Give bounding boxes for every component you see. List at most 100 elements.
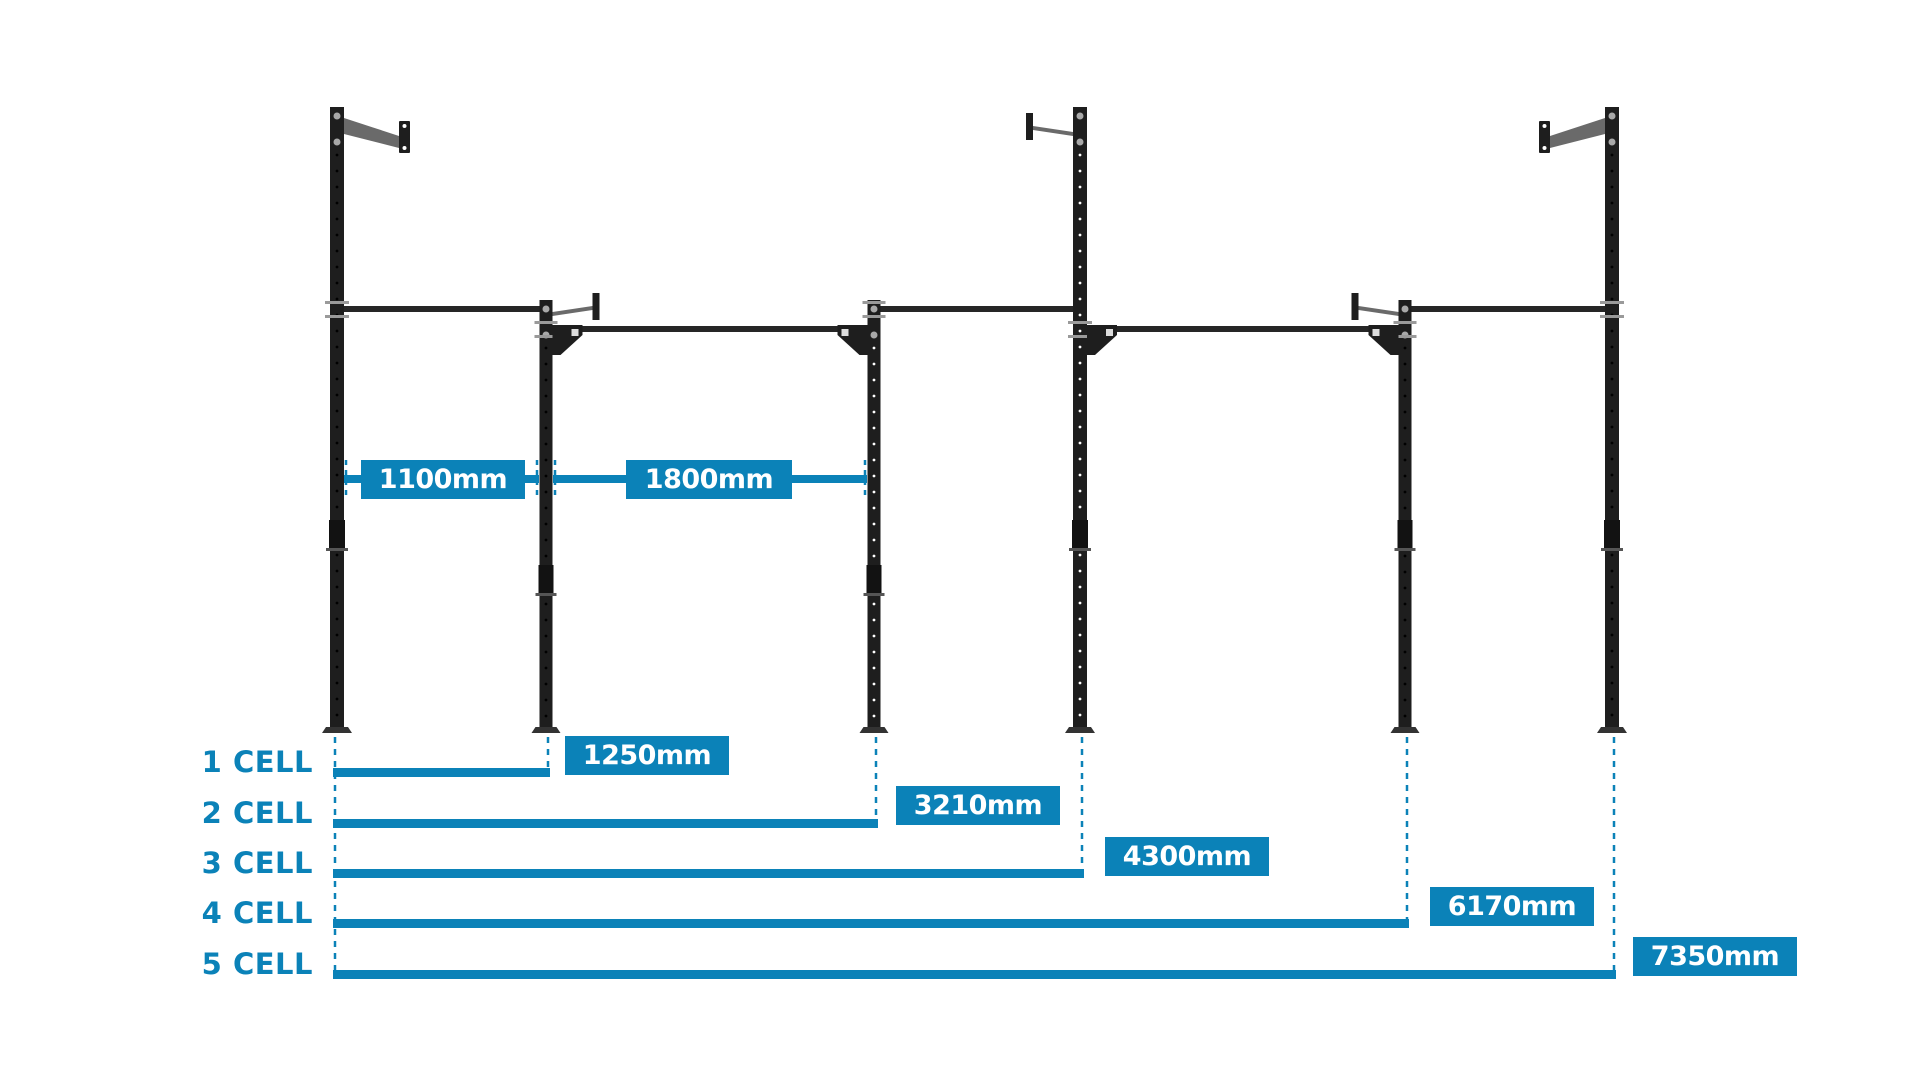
post-3-bolt bbox=[870, 331, 878, 339]
post-6-base-plate bbox=[1597, 727, 1627, 733]
post-6-hole bbox=[1610, 393, 1614, 397]
post-1-hole bbox=[335, 329, 339, 333]
post-1-hole bbox=[335, 345, 339, 349]
post-4-hole bbox=[1078, 601, 1082, 605]
post-4-hole bbox=[1078, 617, 1082, 621]
post-6-hole bbox=[1610, 601, 1614, 605]
post-1-hole bbox=[335, 249, 339, 253]
post-2-sleeve-collar bbox=[535, 593, 557, 596]
post-2-hole bbox=[544, 394, 548, 398]
post-3-hole bbox=[872, 666, 876, 670]
post-1-hole bbox=[335, 169, 339, 173]
post-4-hole bbox=[1078, 361, 1082, 365]
post-5-hole bbox=[1403, 570, 1407, 574]
post-5-hole bbox=[1403, 698, 1407, 702]
post-5-hole bbox=[1403, 410, 1407, 414]
post-3 bbox=[867, 300, 881, 733]
width-line-1-cell bbox=[333, 768, 550, 777]
post-6-hole bbox=[1610, 457, 1614, 461]
post-6-hole bbox=[1610, 281, 1614, 285]
post-6-hole bbox=[1610, 585, 1614, 589]
post-6-hole bbox=[1610, 553, 1614, 557]
post-6-wall-bracket-plate bbox=[1539, 121, 1550, 153]
post-4-clamp bbox=[1068, 321, 1092, 324]
post-4-hole bbox=[1078, 697, 1082, 701]
post-6-hole bbox=[1610, 169, 1614, 173]
post-2-clamp bbox=[534, 321, 558, 324]
post-3-hole bbox=[872, 522, 876, 526]
post-5-hole bbox=[1403, 618, 1407, 622]
post-2-hole bbox=[544, 698, 548, 702]
post-5-hole bbox=[1403, 426, 1407, 430]
post-5-hole bbox=[1403, 554, 1407, 558]
width-badge-1-cell: 1250mm bbox=[565, 736, 729, 775]
post-4-hole bbox=[1078, 249, 1082, 253]
post-2-hole bbox=[544, 682, 548, 686]
post-3-base-plate bbox=[859, 727, 889, 733]
post-6-hole bbox=[1610, 217, 1614, 221]
post-1-hole bbox=[335, 681, 339, 685]
post-1-hole bbox=[335, 233, 339, 237]
post-3-hole bbox=[872, 362, 876, 366]
post-1-sleeve-collar bbox=[326, 548, 348, 551]
post-3-sleeve-collar bbox=[863, 593, 885, 596]
post-3-hole bbox=[872, 650, 876, 654]
post-1-bolt bbox=[333, 112, 341, 120]
post-5-clamp bbox=[1393, 335, 1417, 338]
post-4-hole bbox=[1078, 473, 1082, 477]
post-3-hole bbox=[872, 634, 876, 638]
post-1-hole bbox=[335, 601, 339, 605]
post-5-hole bbox=[1403, 362, 1407, 366]
post-3-hole bbox=[872, 458, 876, 462]
width-badge-3-cell: 4300mm bbox=[1105, 837, 1269, 876]
post-6-hole bbox=[1610, 665, 1614, 669]
post-6-hole bbox=[1610, 697, 1614, 701]
post-3-hole bbox=[872, 602, 876, 606]
post-6-hole bbox=[1610, 329, 1614, 333]
post-1-sleeve bbox=[329, 520, 345, 548]
post-6 bbox=[1605, 107, 1619, 733]
post-5-hole bbox=[1403, 394, 1407, 398]
post-4-hole bbox=[1078, 713, 1082, 717]
post-5-hole bbox=[1403, 474, 1407, 478]
post-5-hole bbox=[1403, 602, 1407, 606]
post-4-bolt bbox=[1076, 112, 1084, 120]
post-4-hole bbox=[1078, 201, 1082, 205]
width-line-4-cell bbox=[333, 919, 1409, 928]
post-4-hole bbox=[1078, 393, 1082, 397]
post-2-bolt bbox=[542, 305, 550, 313]
post-1-base-plate bbox=[322, 727, 352, 733]
post-3-clamp bbox=[862, 315, 886, 318]
post-5-sleeve bbox=[1397, 520, 1413, 548]
post-4-base-plate bbox=[1065, 727, 1095, 733]
width-badge-5-cell: 7350mm bbox=[1633, 937, 1797, 976]
post-1-bolt bbox=[333, 138, 341, 146]
width-badge-2-cell: 3210mm bbox=[896, 786, 1060, 825]
post-6-clamp bbox=[1600, 315, 1624, 318]
post-5-hole bbox=[1403, 490, 1407, 494]
post-3-hole bbox=[872, 618, 876, 622]
post-3-hole bbox=[872, 442, 876, 446]
post-6-wall-bracket-arm bbox=[1550, 118, 1605, 148]
post-4-hole bbox=[1078, 489, 1082, 493]
post-6-hole bbox=[1610, 265, 1614, 269]
post-6-hole bbox=[1610, 617, 1614, 621]
post-4-gusset-hole bbox=[1106, 329, 1113, 336]
post-1-hole bbox=[335, 457, 339, 461]
post-2-hole bbox=[544, 442, 548, 446]
post-6-hole bbox=[1610, 377, 1614, 381]
post-1-hole bbox=[335, 265, 339, 269]
post-2-hole bbox=[544, 714, 548, 718]
post-3-hole bbox=[872, 426, 876, 430]
post-3-hole bbox=[872, 698, 876, 702]
width-line-5-cell bbox=[333, 970, 1616, 979]
cell-label-2: 2 CELL bbox=[201, 796, 313, 830]
post-4-hole bbox=[1078, 329, 1082, 333]
post-1-hole bbox=[335, 697, 339, 701]
post-2-clamp bbox=[534, 335, 558, 338]
post-6-hole bbox=[1610, 649, 1614, 653]
cell-label-4: 4 CELL bbox=[201, 896, 313, 930]
post-3-hole bbox=[872, 506, 876, 510]
post-4-hole bbox=[1078, 153, 1082, 157]
depth-badge-1100: 1100mm bbox=[361, 460, 525, 499]
